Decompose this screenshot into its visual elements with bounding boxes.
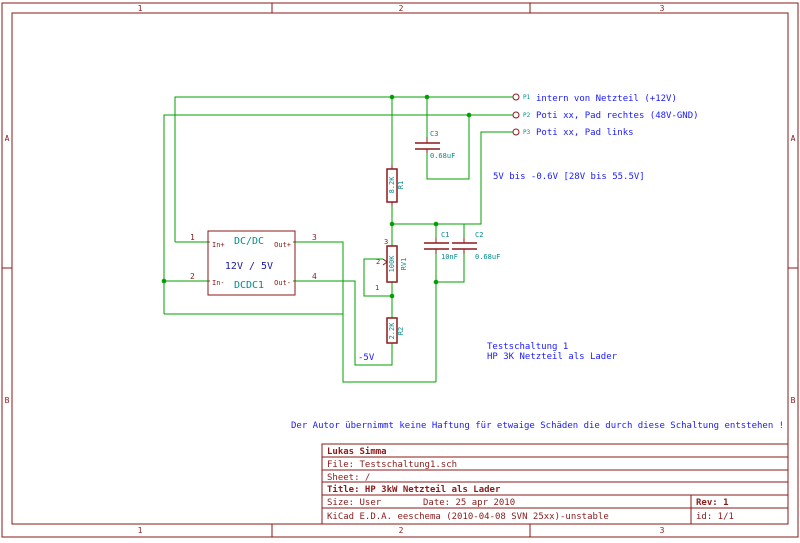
capacitor-c1[interactable]: C1 10nF: [424, 231, 458, 261]
resistor-r1[interactable]: 8.2K R1: [386, 165, 405, 206]
wires: [163, 96, 513, 383]
capacitor-c3[interactable]: C3 0.68uF: [415, 130, 455, 160]
r2-ref: R2: [397, 327, 405, 335]
p1-ref: P1: [523, 94, 531, 101]
potentiometer-rv1[interactable]: 100K RV1 1 2 3: [375, 238, 408, 292]
notes: 5V bis -0.6V [28V bis 55.5V] -5V Testsch…: [291, 172, 784, 431]
rv1-pin-1: 1: [375, 284, 379, 292]
tb-id: id: 1/1: [696, 512, 734, 522]
p3-ref: P3: [523, 129, 531, 136]
dcdc-pin-number-3: 3: [312, 233, 317, 242]
p3-label: Poti xx, Pad links: [536, 128, 634, 138]
rv1-value: 100K: [388, 255, 396, 273]
r1-value: 8.2K: [388, 176, 396, 194]
connector-p3[interactable]: P3 Poti xx, Pad links: [512, 128, 634, 138]
resistor-r2[interactable]: 2.2K R2: [386, 317, 405, 344]
c1-ref: C1: [441, 231, 449, 239]
minus-5v-note: -5V: [358, 353, 375, 363]
row-label-right-a: A: [791, 134, 796, 143]
title-block: Lukas Simma File: Testschaltung1.sch She…: [321, 443, 789, 525]
c1-value: 10nF: [441, 253, 458, 261]
dcdc-converter[interactable]: DC/DC 12V / 5V DCDC1 In+ In- Out+ Out- 1…: [190, 230, 317, 296]
col-label-bottom-2: 2: [399, 526, 404, 535]
tb-author: Lukas Simma: [327, 446, 387, 457]
dcdc-pin-in-minus: In-: [212, 279, 225, 287]
col-label-bottom-1: 1: [138, 526, 143, 535]
junctions: [161, 94, 472, 299]
dcdc-pin-out-minus: Out-: [274, 279, 291, 287]
col-label-bottom-3: 3: [660, 526, 665, 535]
tb-rev: Rev: 1: [696, 498, 729, 508]
p2-label: Poti xx, Pad rechtes (48V-GND): [536, 111, 699, 121]
rv1-pin-2: 2: [376, 258, 380, 266]
dcdc-pin-out-plus: Out+: [274, 241, 291, 249]
c2-value: 0.68uF: [475, 253, 500, 261]
title-note-line-1: Testschaltung 1: [487, 342, 568, 352]
tb-tool: KiCad E.D.A. eeschema (2010-04-08 SVN 25…: [327, 512, 609, 522]
connector-p1[interactable]: P1 intern von Netzteil (+12V): [512, 93, 677, 104]
col-label-top-3: 3: [660, 4, 665, 13]
rv1-pin-3: 3: [384, 238, 388, 246]
dcdc-pin-in-plus: In+: [212, 241, 225, 249]
r1-ref: R1: [397, 181, 405, 189]
col-label-top-2: 2: [399, 4, 404, 13]
capacitor-c2[interactable]: C2 0.68uF: [452, 231, 500, 261]
col-label-top-1: 1: [138, 4, 143, 13]
row-label-left-b: B: [5, 396, 10, 405]
dcdc-pin-number-4: 4: [312, 272, 317, 281]
tb-title: Title: HP 3kW Netzteil als Lader: [327, 484, 501, 495]
row-label-right-b: B: [791, 396, 796, 405]
connector-p2[interactable]: P2 Poti xx, Pad rechtes (48V-GND): [512, 111, 699, 121]
range-note: 5V bis -0.6V [28V bis 55.5V]: [493, 172, 645, 182]
p1-label: intern von Netzteil (+12V): [536, 94, 677, 104]
dcdc-ref: DC/DC: [234, 236, 264, 247]
dcdc-pin-number-2: 2: [190, 272, 195, 281]
p2-ref: P2: [523, 112, 531, 119]
title-note-line-2: HP 3K Netzteil als Lader: [487, 352, 618, 362]
tb-size: Size: User: [327, 498, 382, 508]
disclaimer-note: Der Autor übernimmt keine Haftung für et…: [291, 421, 784, 431]
tb-date: Date: 25 apr 2010: [423, 498, 515, 508]
r2-value: 2.2K: [388, 322, 396, 340]
frame-labels: 1 2 3 1 2 3 A B A B: [5, 4, 796, 535]
dcdc-name: DCDC1: [234, 280, 264, 291]
c3-value: 0.68uF: [430, 152, 455, 160]
c2-ref: C2: [475, 231, 483, 239]
rv1-ref: RV1: [400, 258, 408, 271]
dcdc-value: 12V / 5V: [225, 261, 273, 272]
row-label-left-a: A: [5, 134, 10, 143]
dcdc-pin-number-1: 1: [190, 233, 195, 242]
tb-sheet: Sheet: /: [327, 473, 370, 483]
tb-file: File: Testschaltung1.sch: [327, 460, 457, 470]
c3-ref: C3: [430, 130, 438, 138]
